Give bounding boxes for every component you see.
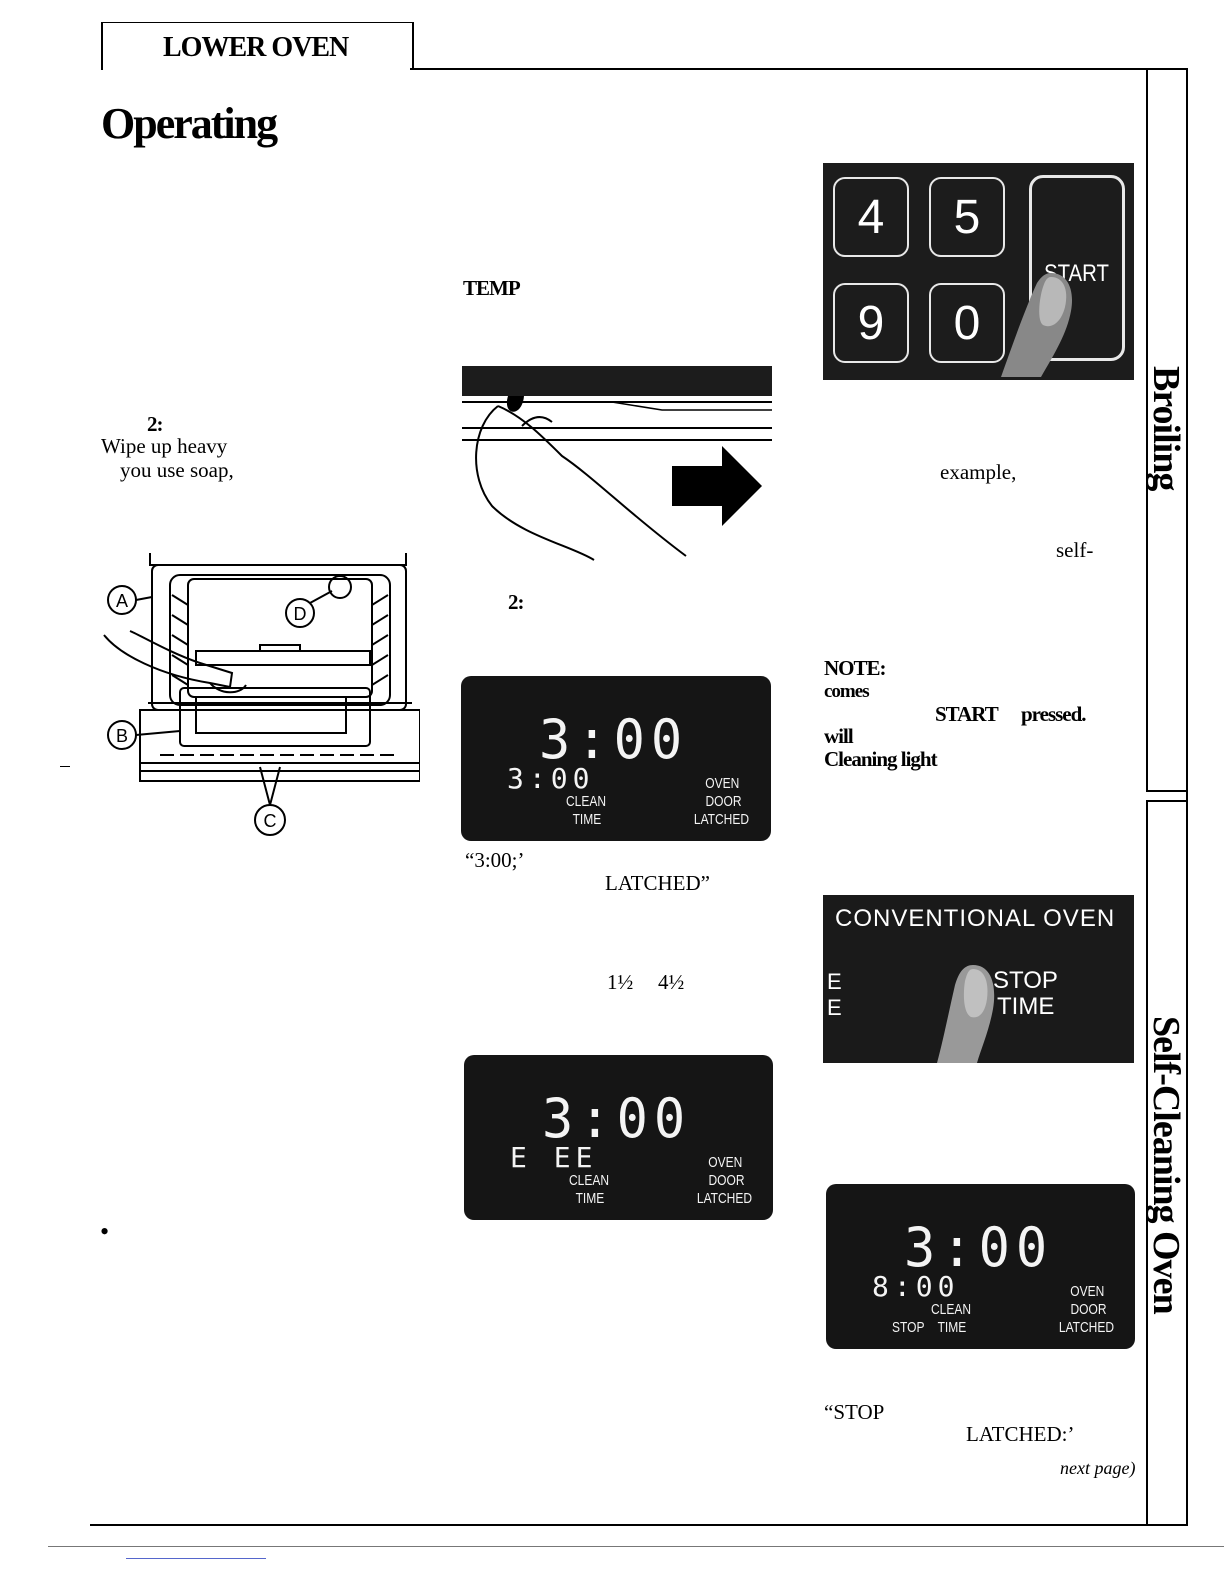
display2-main-time: 3:00	[542, 1087, 692, 1151]
left-step-label: 2:	[147, 412, 163, 436]
next-page-label: next page)	[1060, 1458, 1136, 1478]
right-text-latched: LATCHED:’	[966, 1422, 1075, 1446]
mid-step-label: 2:	[508, 590, 524, 614]
display3-door: DOOR	[1070, 1301, 1107, 1318]
clean-display-2: 3:00 E EE CLEAN TIME OVEN DOOR LATCHED	[464, 1055, 773, 1220]
key-5[interactable]: 5	[929, 177, 1005, 257]
clean-display-1: 3:00 3:00 CLEAN TIME OVEN DOOR LATCHED	[461, 676, 771, 841]
oven-interior-diagram: A D B C	[103, 553, 420, 836]
mid-text-300: “3:00;’	[465, 848, 525, 872]
display3-stop: STOP	[892, 1319, 925, 1336]
display2-latched: LATCHED	[696, 1190, 753, 1207]
conv-e2: E	[827, 995, 842, 1020]
conv-stop-button[interactable]: STOP	[993, 967, 1058, 994]
note-comes: comes	[824, 681, 870, 702]
key-0[interactable]: 0	[929, 283, 1005, 363]
finger-pressing-stop	[937, 965, 995, 1063]
finger-pressing-start	[1001, 273, 1073, 377]
note-cleaning-light: Cleaning light	[824, 747, 938, 771]
temp-label: TEMP	[463, 276, 521, 300]
footer-rule	[90, 1524, 1188, 1526]
key-4[interactable]: 4	[833, 177, 909, 257]
conv-time-label: TIME	[997, 993, 1055, 1020]
mid-text-range-b: 4½	[658, 970, 685, 994]
tab-divider-1	[1146, 790, 1186, 792]
page-title: Operating	[101, 99, 278, 148]
display2-sub-code: E EE	[510, 1141, 598, 1174]
conv-title: CONVENTIONAL OVEN	[835, 905, 1116, 932]
left-text-line-1: Wipe up heavy	[101, 434, 228, 458]
note-label: NOTE:	[824, 656, 887, 680]
callout-b: B	[116, 726, 128, 746]
display3-latched: LATCHED	[1058, 1319, 1115, 1336]
key-9[interactable]: 9	[833, 283, 909, 363]
callout-a: A	[116, 591, 128, 611]
display1-main-time: 3:00	[539, 708, 689, 772]
display1-time: TIME	[572, 811, 602, 828]
right-text-self: self-	[1056, 538, 1094, 562]
display3-time: TIME	[937, 1319, 967, 1336]
display1-oven: OVEN	[705, 775, 740, 792]
side-tab-self-cleaning[interactable]: Self-Cleaning Oven	[1145, 1016, 1187, 1314]
display1-clean: CLEAN	[566, 793, 607, 810]
conv-e1: E	[827, 969, 842, 994]
display3-oven: OVEN	[1070, 1283, 1105, 1300]
display2-time: TIME	[575, 1190, 605, 1207]
tab-rule-2	[1146, 800, 1148, 1524]
clean-display-3: 3:00 8:00 CLEAN STOP TIME OVEN DOOR LATC…	[826, 1184, 1135, 1349]
right-edge-rule	[1186, 68, 1188, 1524]
display1-sub-time: 3:00	[507, 762, 595, 795]
side-tab-broiling[interactable]: Broiling	[1145, 366, 1187, 491]
display1-latched: LATCHED	[693, 811, 750, 828]
display1-door: DOOR	[705, 793, 742, 810]
right-text-example: example,	[940, 460, 1017, 484]
tab-divider-0	[1146, 68, 1186, 70]
left-bullet: •	[100, 1217, 110, 1246]
left-margin-dash	[60, 766, 70, 767]
tab-divider-2	[1146, 800, 1186, 802]
conventional-oven-panel: CONVENTIONAL OVEN E E STOP TIME	[823, 895, 1134, 1063]
note-start: START	[935, 702, 999, 726]
mid-text-range-a: 1½	[607, 970, 634, 994]
left-text-line-2: you use soap,	[120, 458, 234, 482]
display3-main-time: 3:00	[904, 1216, 1054, 1280]
footer-rule-thin	[48, 1546, 1224, 1547]
display3-clean: CLEAN	[931, 1301, 972, 1318]
header-rule	[410, 68, 1188, 70]
display2-clean: CLEAN	[569, 1172, 610, 1189]
display2-oven: OVEN	[708, 1154, 743, 1171]
display3-sub-time: 8:00	[872, 1270, 960, 1303]
section-header-label: LOWER OVEN	[163, 32, 349, 63]
mid-text-latched: LATCHED”	[605, 871, 710, 895]
footer-link-rule	[126, 1558, 266, 1559]
note-will: will	[824, 724, 854, 748]
section-header-box	[101, 22, 414, 70]
callout-c: C	[264, 811, 277, 831]
door-latch-illustration	[462, 366, 772, 561]
note-pressed: pressed.	[1021, 702, 1087, 726]
tab-rule-1	[1146, 68, 1148, 790]
keypad-panel: 4 5 9 0 START	[823, 163, 1134, 380]
display2-door: DOOR	[708, 1172, 745, 1189]
right-text-stop: “STOP	[824, 1400, 885, 1424]
callout-d: D	[294, 604, 307, 624]
